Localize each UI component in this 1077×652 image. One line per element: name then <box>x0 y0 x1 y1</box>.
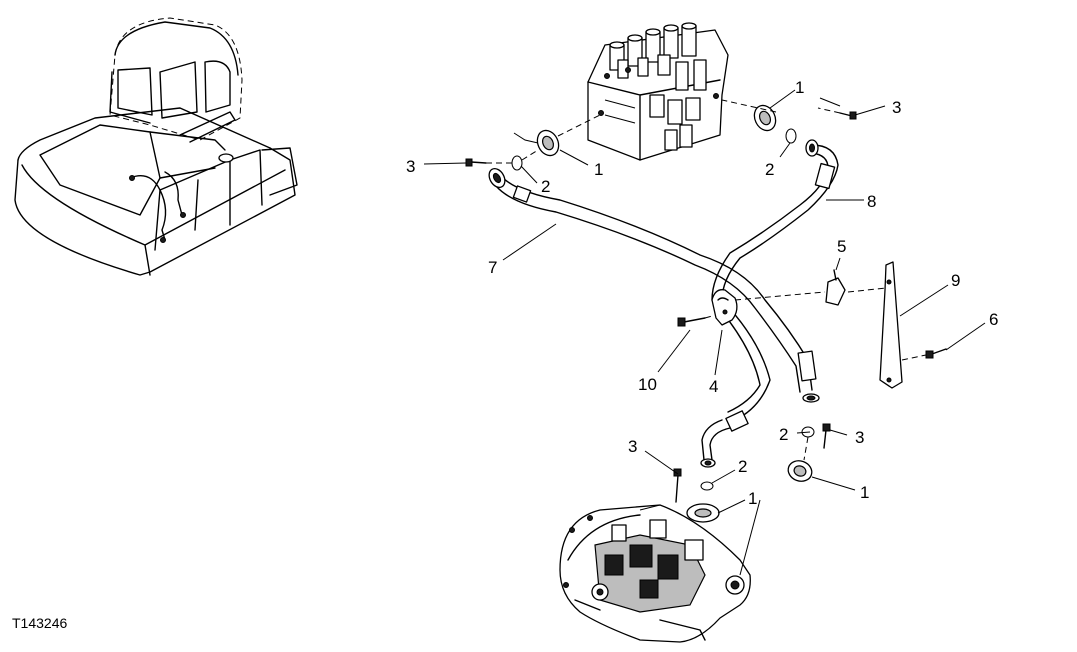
callout-1-valve-left: 1 <box>594 160 603 179</box>
pump-fitting-right <box>787 460 813 482</box>
excavator-locator-view <box>14 17 298 276</box>
callout-1-valve-right: 1 <box>795 78 804 97</box>
callout-3-valve-right: 3 <box>892 98 901 117</box>
callout-8-hose: 8 <box>867 192 876 211</box>
o-ring-left <box>511 155 523 171</box>
o-ring-right <box>785 128 797 144</box>
callout-3-pump-left: 3 <box>628 437 637 456</box>
leader-lines <box>423 89 986 576</box>
callout-3-valve-left: 3 <box>406 157 415 176</box>
figure-code: T143246 <box>12 615 67 631</box>
callout-4-clamp: 4 <box>709 377 718 396</box>
valve-port-fitting-right <box>753 104 777 132</box>
clamp-5 <box>825 269 846 306</box>
cap-screw-left <box>465 158 487 167</box>
callout-5-clamp: 5 <box>837 237 846 256</box>
callout-1-pump-right: 1 <box>860 483 869 502</box>
hydraulic-pump <box>559 504 751 643</box>
callout-labels: 1 2 3 1 2 3 8 7 5 9 6 10 4 3 2 1 2 3 1 <box>406 78 998 508</box>
bracket-9 <box>879 261 903 389</box>
clamp-4 <box>711 289 738 326</box>
callout-6-screw: 6 <box>989 310 998 329</box>
o-ring-pump-left <box>700 481 714 491</box>
screw-6 <box>925 348 947 359</box>
cap-screw-right <box>839 111 857 120</box>
callout-2-valve-right: 2 <box>765 160 774 179</box>
callout-2-valve-left: 2 <box>541 177 550 196</box>
callout-7-hose: 7 <box>488 258 497 277</box>
cap-screw-pump-right <box>822 423 831 449</box>
valve-port-fitting-left <box>536 129 560 157</box>
callout-2-pump-right: 2 <box>779 425 788 444</box>
control-valve <box>587 22 729 161</box>
callout-3-pump-right: 3 <box>855 428 864 447</box>
callout-2-pump-left: 2 <box>738 457 747 476</box>
hose-8 <box>700 139 839 468</box>
bolt-10 <box>677 317 706 327</box>
cap-screw-pump-left <box>673 468 682 503</box>
pump-fitting-left <box>686 503 720 523</box>
callout-10-bolt: 10 <box>638 375 657 394</box>
callout-9-bracket: 9 <box>951 271 960 290</box>
callout-1-pump-left: 1 <box>748 489 757 508</box>
hose-7 <box>488 168 820 403</box>
